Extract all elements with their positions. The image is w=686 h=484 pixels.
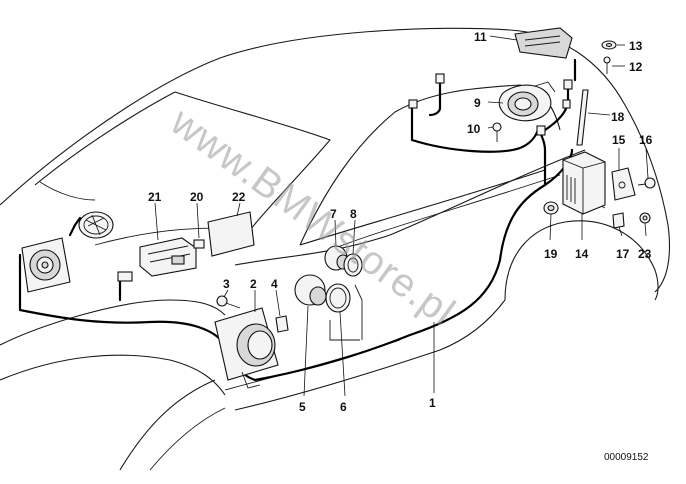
screw-12 xyxy=(603,56,611,74)
callout-6: 6 xyxy=(340,400,347,414)
leader-lines xyxy=(154,35,649,397)
callout-21: 21 xyxy=(148,190,162,204)
callout-4: 4 xyxy=(271,277,278,291)
tweeter-grille xyxy=(78,211,114,239)
cable-clip-19 xyxy=(543,201,559,215)
washer-13 xyxy=(601,40,617,50)
callout-23: 23 xyxy=(638,247,652,261)
clip-17 xyxy=(612,212,625,229)
car-body-outline xyxy=(0,27,671,471)
door-speaker-7 xyxy=(324,245,350,271)
screw-16 xyxy=(637,177,656,189)
nut-23 xyxy=(639,212,651,224)
callout-5: 5 xyxy=(299,400,306,414)
front-left-speaker xyxy=(214,307,279,389)
door-speaker-5 xyxy=(294,274,327,306)
connector-e xyxy=(562,99,571,109)
callout-20: 20 xyxy=(190,190,204,204)
callouts: 1 2 3 4 5 6 7 8 9 10 11 12 13 14 15 16 1… xyxy=(148,30,653,414)
callout-15: 15 xyxy=(612,133,626,147)
callout-3: 3 xyxy=(223,277,230,291)
callout-8: 8 xyxy=(350,207,357,221)
connector-d xyxy=(563,79,573,90)
callout-11: 11 xyxy=(474,30,487,44)
antenna-amp-11 xyxy=(514,27,573,59)
shelf-speaker-9 xyxy=(498,81,556,122)
callout-13: 13 xyxy=(629,39,643,53)
radio-holder xyxy=(139,237,197,277)
callout-1: 1 xyxy=(429,396,436,410)
callout-14: 14 xyxy=(575,247,589,261)
trim-strip-18 xyxy=(576,89,589,146)
screw-3 xyxy=(216,295,241,309)
connector-b xyxy=(408,99,418,109)
callout-16: 16 xyxy=(639,133,653,147)
callout-22: 22 xyxy=(232,190,246,204)
bracket-15 xyxy=(611,167,636,201)
screw-10 xyxy=(492,122,502,142)
callout-7: 7 xyxy=(330,207,337,221)
connector-4 xyxy=(275,315,289,333)
callout-17: 17 xyxy=(616,247,630,261)
wiring-harness xyxy=(18,58,606,382)
callout-19: 19 xyxy=(544,247,558,261)
connector-block xyxy=(117,271,133,282)
cover-panel xyxy=(207,211,255,257)
document-number: 00009152 xyxy=(604,452,649,463)
callout-2: 2 xyxy=(250,277,257,291)
door-speaker-6 xyxy=(325,283,351,313)
connector-a xyxy=(435,73,445,84)
rear-left-speaker xyxy=(21,237,71,293)
callout-9: 9 xyxy=(474,96,481,110)
small-clip xyxy=(193,239,205,249)
amplifier-14 xyxy=(562,151,606,215)
callout-18: 18 xyxy=(611,110,625,124)
callout-12: 12 xyxy=(629,60,643,74)
connector-c xyxy=(536,125,546,136)
callout-10: 10 xyxy=(467,122,481,136)
